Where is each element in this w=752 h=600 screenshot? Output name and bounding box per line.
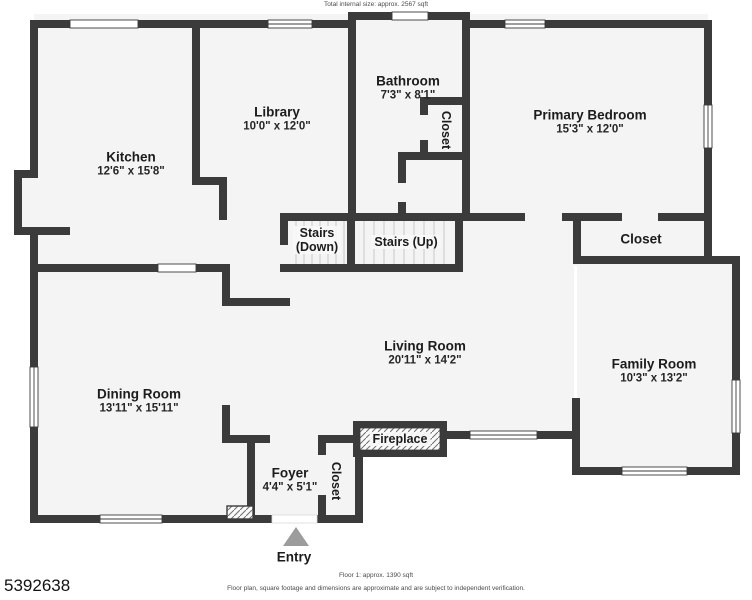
room-label-kitchen: Kitchen 12'6" x 15'8" [97, 150, 165, 179]
room-dims: (Down) [292, 240, 342, 254]
room-label-bathroom: Bathroom 7'3" x 8'1" [376, 74, 440, 103]
property-id: 5392638 [4, 576, 71, 595]
room-name: Foyer [271, 465, 309, 481]
room-fills [14, 14, 736, 520]
room-name: Closet [439, 110, 453, 150]
room-dims: 10'3" x 13'2" [620, 372, 688, 385]
room-label-hall-closet: Closet [620, 231, 661, 246]
entry-arrow [283, 527, 309, 546]
entry-label: Entry [277, 549, 312, 564]
fireplace-label: Fireplace [369, 432, 431, 446]
room-label-stairs-up: Stairs (Up) [371, 235, 441, 249]
room-name: Entry [276, 549, 312, 565]
room-name: Bathroom [376, 73, 440, 89]
room-label-foyer-closet: Closet [329, 462, 343, 500]
room-name: Library [254, 104, 300, 120]
room-label-family-room: Family Room 10'3" x 13'2" [612, 357, 697, 386]
room-name: Family Room [611, 356, 697, 372]
windows [29, 11, 741, 524]
room-dims: 7'3" x 8'1" [380, 89, 436, 102]
room-name: Living Room [384, 338, 466, 354]
hatch-vent [226, 505, 254, 520]
room-dims: 12'6" x 15'8" [97, 165, 165, 178]
room-dims: 13'11" x 15'11" [99, 402, 179, 415]
room-label-primary-bedroom: Primary Bedroom 15'3" x 12'0" [533, 108, 646, 137]
room-dims: 20'11" x 14'2" [388, 354, 462, 367]
floor-caption: Floor 1: approx. 1390 sqft [338, 572, 414, 579]
room-name: Closet [329, 461, 343, 501]
room-name: Stairs (Up) [371, 235, 441, 249]
room-name: Closet [620, 231, 662, 247]
room-label-bathroom-closet: Closet [439, 111, 453, 149]
total-size-caption: Total internal size: approx. 2567 sqft [323, 1, 429, 8]
room-label-living-room: Living Room 20'11" x 14'2" [384, 339, 466, 368]
room-name: Primary Bedroom [533, 107, 647, 123]
room-dims: 15'3" x 12'0" [556, 123, 624, 136]
room-label-library: Library 10'0" x 12'0" [243, 105, 311, 134]
room-name: Fireplace [369, 432, 431, 446]
disclaimer-caption: Floor plan, square footage and dimension… [227, 585, 525, 592]
room-label-foyer: Foyer 4'4" x 5'1" [263, 466, 318, 495]
room-dims: 4'4" x 5'1" [262, 481, 318, 494]
room-label-stairs-down: Stairs (Down) [292, 226, 342, 254]
room-name: Kitchen [106, 149, 156, 165]
entry-door-gap [271, 514, 318, 524]
room-name: Dining Room [97, 386, 181, 402]
room-dims: 10'0" x 12'0" [243, 120, 311, 133]
walls [14, 12, 740, 523]
room-label-dining-room: Dining Room 13'11" x 15'11" [97, 387, 181, 416]
room-name: Stairs [292, 226, 342, 240]
